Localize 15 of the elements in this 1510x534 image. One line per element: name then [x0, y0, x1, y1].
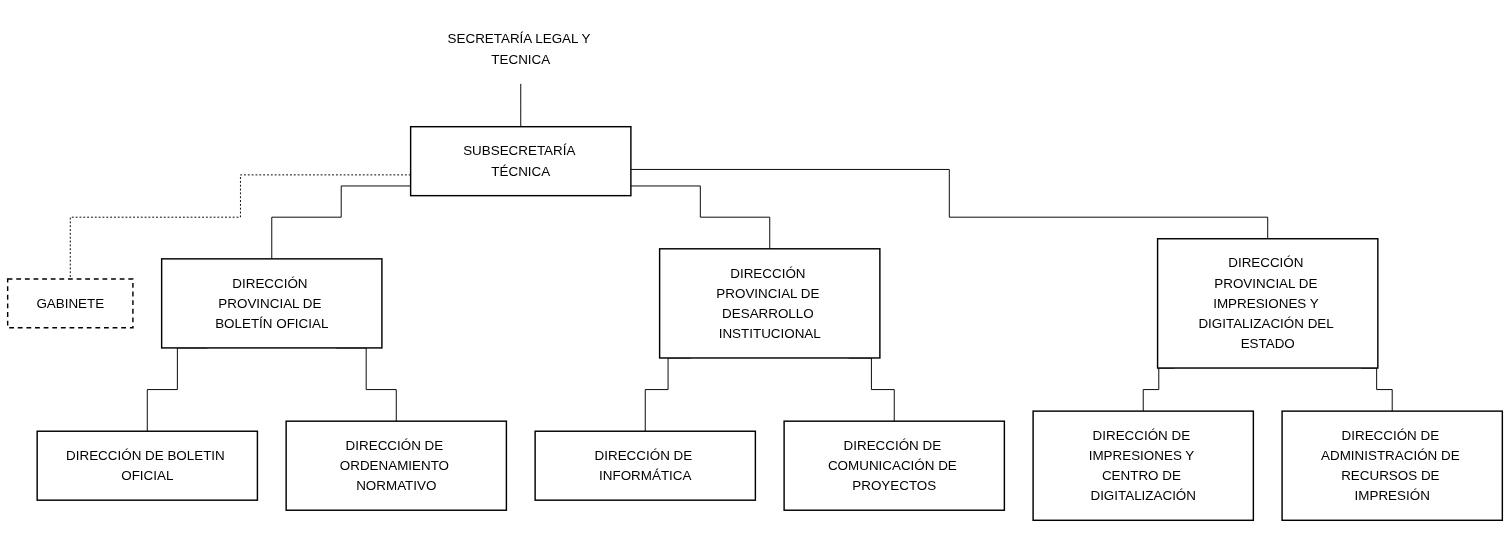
- connector: [520, 82, 522, 127]
- node-box: DIRECCIÓN DE COMUNICACIÓN DE PROYECTOS: [783, 419, 1006, 511]
- node-box: DIRECCIÓN DE INFORMÁTICA: [534, 430, 757, 501]
- connector: [630, 168, 1269, 239]
- node-box: DIRECCIÓN DE IMPRESIONES Y CENTRO DE DIGITALIZACIÓN: [1032, 409, 1255, 521]
- node-box: DIRECCIÓN PROVINCIAL DE DESARROLLO INSTITUCIONAL: [658, 247, 881, 359]
- node-box: DIRECCIÓN DE ADMINISTRACIÓN DE RECURSOS DE IMPRESIÓN: [1281, 409, 1504, 521]
- node-box: DIRECCIÓN DE ORDENAMIENTO NORMATIVO: [285, 419, 508, 511]
- connector: [630, 185, 771, 249]
- node-text: SECRETARÍA LEGAL Y TECNICA: [447, 30, 591, 66]
- node-box: GABINETE: [6, 277, 134, 329]
- node-box: SUBSECRETARÍA TÉCNICA: [409, 125, 632, 196]
- node-box: DIRECCIÓN PROVINCIAL DE IMPRESIONES Y DIGITALIZACIÓN DEL ESTADO: [1156, 237, 1379, 369]
- node-box: DIRECCIÓN DE BOLETIN OFICIAL: [36, 430, 259, 501]
- node-box: DIRECCIÓN PROVINCIAL DE BOLETÍN OFICIAL: [160, 257, 383, 349]
